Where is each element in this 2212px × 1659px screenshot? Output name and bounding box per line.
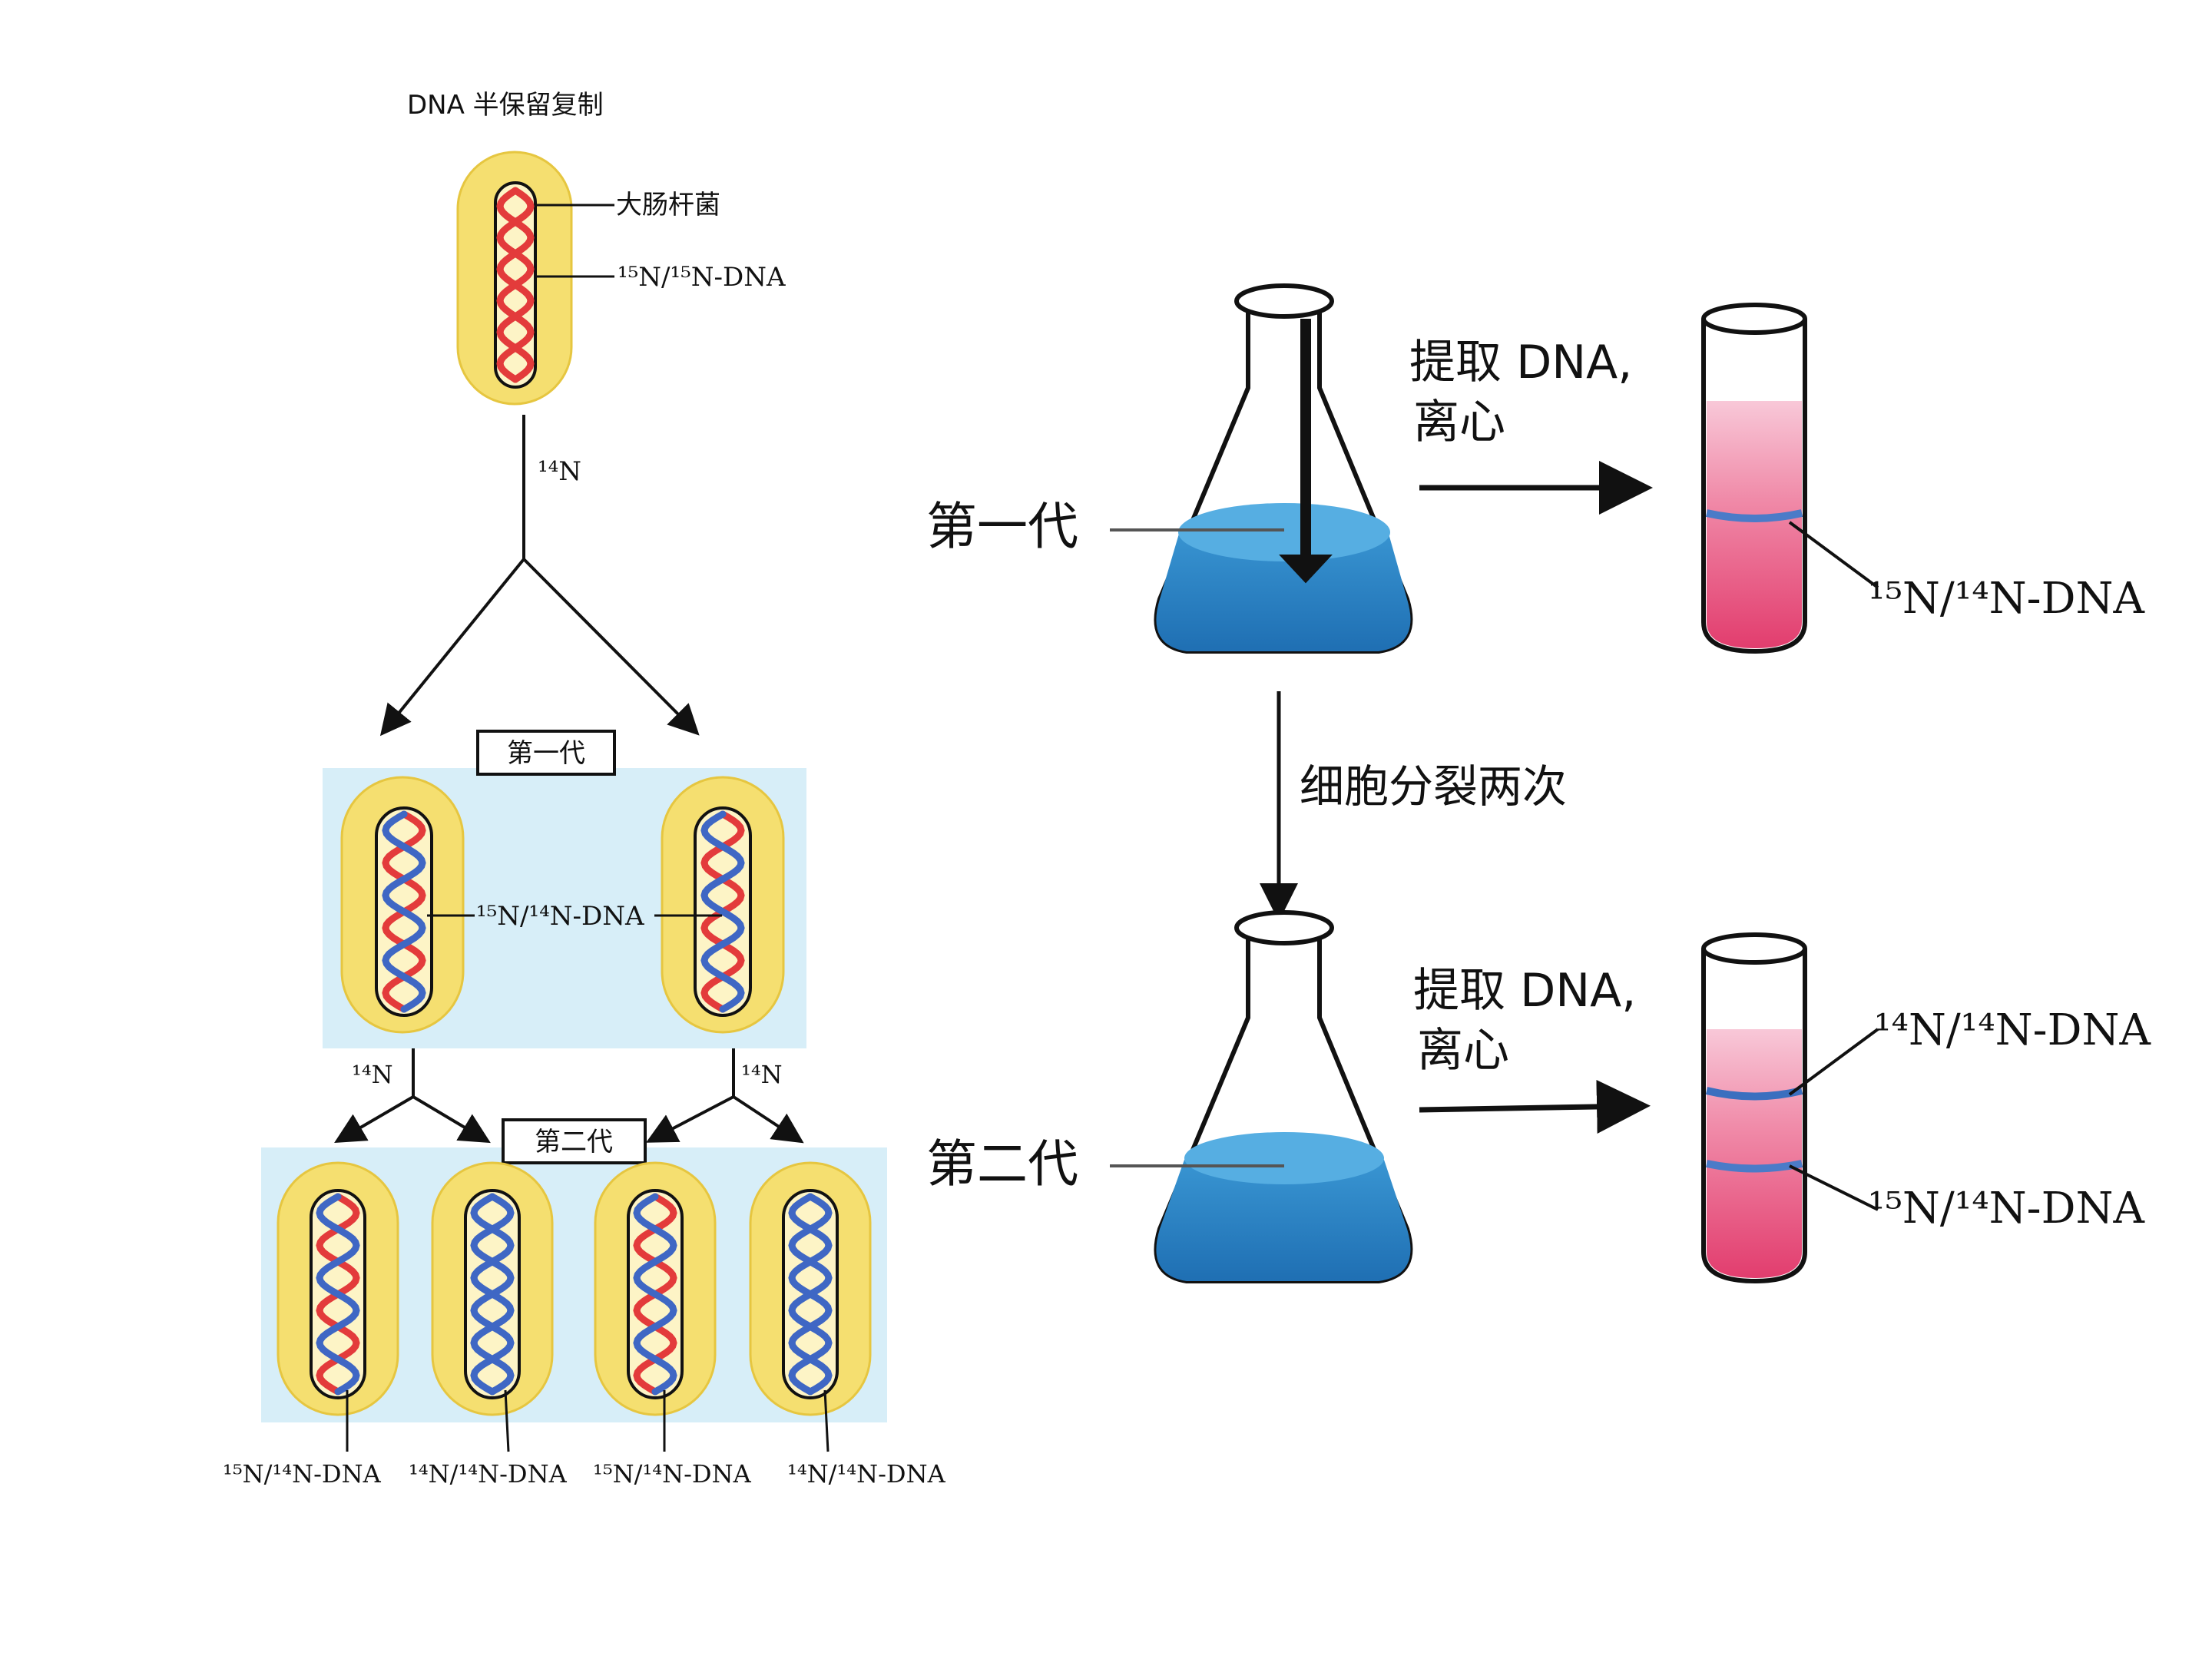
parent-dna-label: ¹⁵N/¹⁵N-DNA [618,262,786,293]
light-dna-strand [788,1193,833,1396]
arrow-right [522,558,700,736]
generation2-box [502,1118,647,1164]
diagram-title: DNA 半保留复制 [407,90,604,121]
tube-gen2 [1701,932,1807,1284]
flask2-label: 第二代 [926,1134,1078,1194]
leader-line [823,1389,830,1452]
tube2-band-top-label: ¹⁴N/¹⁴N-DNA [1874,1005,2151,1055]
light-dna-strand [316,1193,360,1396]
down-arrow-head [1279,555,1333,584]
flask-medium-surface [1184,1132,1384,1184]
dna-band [1705,509,1803,522]
flask-rim [1234,910,1334,945]
gen2-cell-4 [749,1161,872,1416]
heavy-dna-strand [496,187,535,383]
flask-gen1 [1154,283,1413,654]
gen2-cell-1 [276,1161,399,1416]
gen2-dna-helix [470,1193,515,1396]
gen2-cell-4-label: ¹⁴N/¹⁴N-DNA [787,1459,946,1488]
leader-line [1788,521,1879,589]
gen2-step-line2: 离心 [1417,1024,1509,1078]
arrow-left [379,558,525,737]
leader-line [504,1389,510,1452]
division-label: 细胞分裂两次 [1300,760,1567,813]
gen2-dna-helix [633,1193,677,1396]
gen2-cell-3-label: ¹⁵N/¹⁴N-DNA [593,1459,752,1488]
gen1-dna-helix [382,810,426,1013]
gen1-medium-right: ¹⁴N [741,1060,783,1089]
extract-arrow-2 [1419,1079,1651,1134]
flask-medium-surface [1178,503,1390,561]
light-dna-strand [633,1193,677,1396]
light-dna-strand [382,810,426,1013]
flask-gen2 [1154,910,1413,1283]
parent-cell [456,151,573,406]
tube-gradient [1707,401,1802,648]
tube-rim [1701,303,1807,335]
generation1-box [476,730,616,776]
tube1-band-label: ¹⁵N/¹⁴N-DNA [1868,574,2144,624]
arrow-left [645,1095,734,1143]
gen2-cell-2 [431,1161,554,1416]
tube2-band-bottom-label: ¹⁵N/¹⁴N-DNA [1868,1184,2144,1233]
arrow-right [732,1095,804,1144]
arrow-right [412,1095,491,1144]
gen1-dna-label: ¹⁵N/¹⁴N-DNA [476,901,644,932]
gen2-cell-3 [594,1161,717,1416]
light-dna-strand [700,810,745,1013]
gen1-step-line1: 提取 DNA, [1409,336,1632,389]
arrow-left [334,1095,415,1144]
tube-rim [1701,932,1807,965]
leader-line [1788,1028,1879,1096]
gen1-step-line2: 离心 [1413,396,1505,449]
gen2-dna-helix [316,1193,360,1396]
gen2-dna-helix [788,1193,833,1396]
tube-gradient [1707,1029,1802,1278]
flask-rim [1234,283,1334,319]
tube-gen1 [1701,303,1807,654]
ecoli-label: 大肠杆菌 [616,190,720,220]
gen2-step-line1: 提取 DNA, [1413,964,1636,1018]
generation2-box-label: 第二代 [535,1127,613,1157]
gen2-cell-2-label: ¹⁴N/¹⁴N-DNA [409,1459,568,1488]
parent-dna-helix [496,187,535,383]
flask-medium [1156,1144,1411,1281]
leader-line [1789,1164,1879,1211]
gen1-cell-right [661,776,785,1034]
light-dna-strand [470,1193,515,1396]
gen2-cell-1-label: ¹⁵N/¹⁴N-DNA [223,1459,382,1488]
gen1-cell-left [340,776,465,1034]
flask1-label: 第一代 [926,497,1078,556]
gen1-dna-helix [700,810,745,1013]
gen1-medium-left: ¹⁴N [352,1060,393,1089]
generation1-box-label: 第一代 [507,738,585,769]
medium-label: ¹⁴N [538,456,581,487]
